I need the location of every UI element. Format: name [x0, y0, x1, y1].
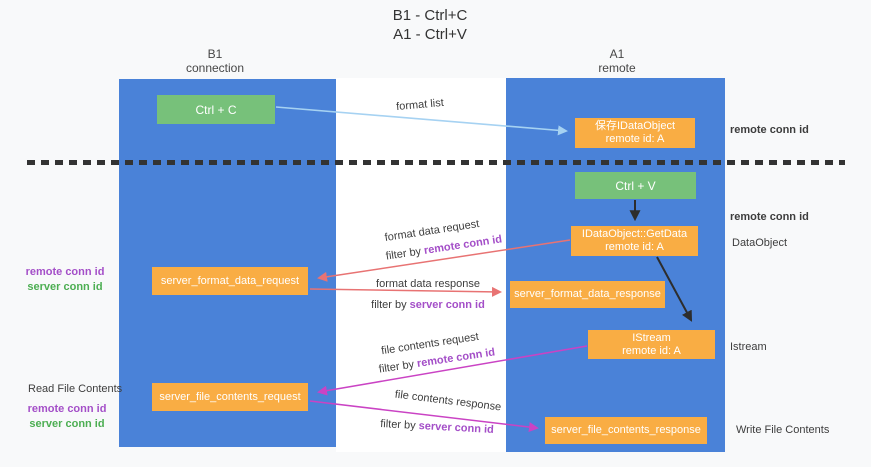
filter-key-server-conn-id: server conn id: [409, 299, 485, 311]
label-remote-conn-id: remote conn id: [730, 124, 809, 136]
node-save-idataobject-line1: 保存IDataObject: [594, 120, 676, 132]
node-istream: IStream remote id: A: [588, 330, 715, 359]
filter-prefix: filter by: [379, 418, 416, 432]
node-server-file-contents-request: server_file_contents_request: [152, 383, 308, 411]
node-idataobject-getdata-line2: remote id: A: [605, 241, 664, 253]
label-write-file-contents: Write File Contents: [736, 424, 830, 436]
node-istream-line1: IStream: [632, 331, 671, 344]
label-remote-conn-id: remote conn id: [730, 211, 809, 223]
node-ctrl-c-label: Ctrl + C: [195, 102, 237, 117]
node-server-file-contents-response: server_file_contents_response: [545, 417, 707, 444]
node-ctrl-v-label: Ctrl + V: [615, 178, 656, 193]
node-ctrl-c: Ctrl + C: [157, 95, 275, 124]
node-save-idataobject-line2: remote id: A: [605, 133, 665, 145]
title-line-2: A1 - Ctrl+V: [393, 26, 467, 43]
label-server-conn-id: server conn id: [29, 418, 105, 430]
column-role-connection: connection: [185, 61, 245, 75]
node-server-format-data-response: server_format_data_response: [510, 281, 665, 308]
node-server-file-contents-request-label: server_file_contents_request: [159, 390, 301, 403]
column-header-b1: B1 connection: [135, 47, 295, 75]
column-name-b1: B1: [207, 47, 223, 61]
phase-divider-dashed-line: [27, 160, 845, 165]
left-conn-id-stack-1: remote conn id server conn id: [15, 265, 115, 295]
label-istream: Istream: [730, 341, 767, 353]
node-istream-line2: remote id: A: [622, 344, 681, 357]
edge-label-format-data-response: format data response: [376, 278, 480, 290]
title-line-1: B1 - Ctrl+C: [392, 7, 468, 24]
node-ctrl-v: Ctrl + V: [575, 172, 696, 199]
node-server-format-data-response-label: server_format_data_response: [514, 288, 661, 300]
left-conn-id-stack-2: remote conn id server conn id: [17, 402, 117, 432]
label-dataobject: DataObject: [732, 237, 788, 249]
label-server-conn-id: server conn id: [27, 281, 103, 293]
node-server-file-contents-response-label: server_file_contents_response: [551, 424, 701, 436]
label-read-file-contents: Read File Contents: [28, 383, 123, 395]
node-idataobject-getdata-line1: IDataObject::GetData: [581, 228, 688, 240]
node-save-idataobject: 保存IDataObject remote id: A: [575, 118, 695, 148]
diagram-title: B1 - Ctrl+C A1 - Ctrl+V: [310, 6, 550, 44]
column-header-a1: A1 remote: [537, 47, 697, 75]
label-remote-conn-id: remote conn id: [27, 403, 107, 415]
node-idataobject-getdata: IDataObject::GetData remote id: A: [571, 226, 698, 256]
node-server-format-data-request: server_format_data_request: [152, 267, 308, 295]
column-role-remote: remote: [598, 61, 636, 75]
node-server-format-data-request-label: server_format_data_request: [160, 274, 300, 287]
column-name-a1: A1: [609, 47, 625, 61]
label-remote-conn-id: remote conn id: [25, 266, 105, 278]
filter-prefix: filter by: [371, 299, 407, 311]
